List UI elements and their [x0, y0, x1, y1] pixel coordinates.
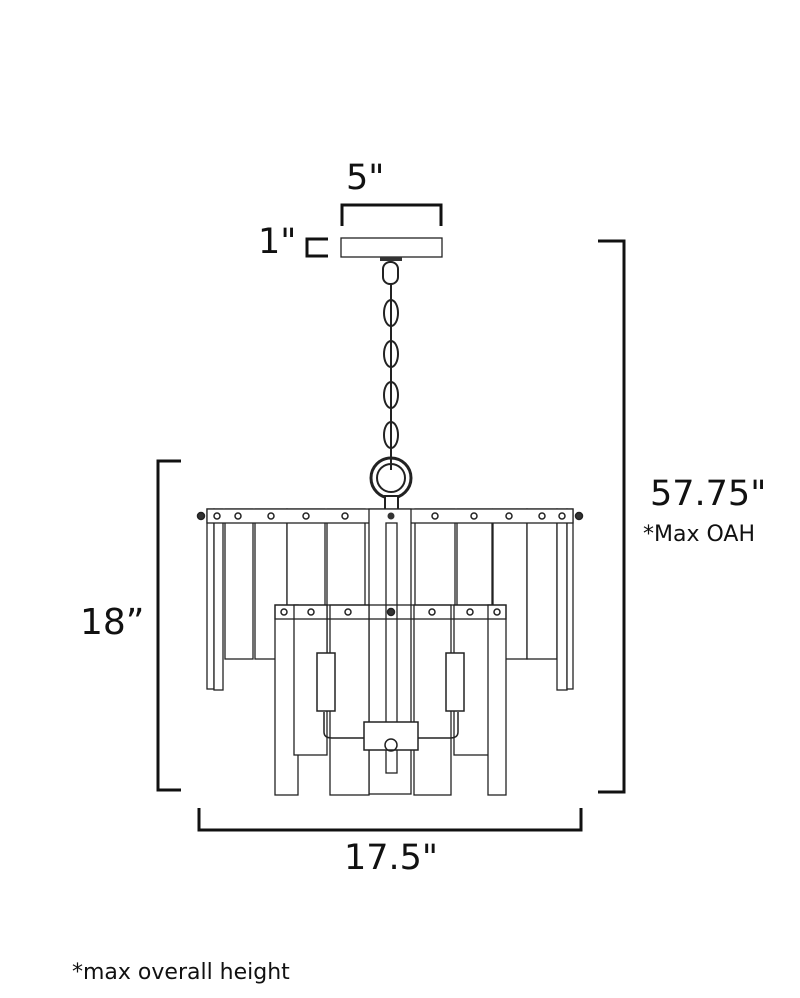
candle-arms: [316, 652, 465, 752]
fixture-width-label: 17.5": [344, 838, 439, 878]
fixture-width-bracket: [197, 808, 583, 832]
canopy: [340, 237, 443, 258]
lower-tier-panels: [274, 604, 507, 796]
upper-tier-rivets: [196, 511, 584, 521]
canopy-width-label: 5": [346, 158, 385, 198]
canopy-height-label: 1": [258, 222, 297, 262]
center-stem: [385, 522, 398, 774]
canopy-height-bracket: [305, 237, 328, 258]
overall-height-note: *Max OAH: [643, 522, 755, 547]
lower-tier-rivets: [280, 607, 501, 617]
center-rivet: [387, 512, 395, 520]
canopy-nut: [380, 257, 402, 261]
chain: [369, 261, 413, 511]
fixture-height-label: 18”: [80, 602, 145, 643]
footnote: *max overall height: [72, 960, 290, 985]
fixture-height-bracket: [156, 459, 181, 792]
overall-height-label: 57.75": [650, 474, 767, 514]
canopy-width-bracket: [340, 203, 443, 226]
overall-height-bracket: [598, 239, 626, 794]
